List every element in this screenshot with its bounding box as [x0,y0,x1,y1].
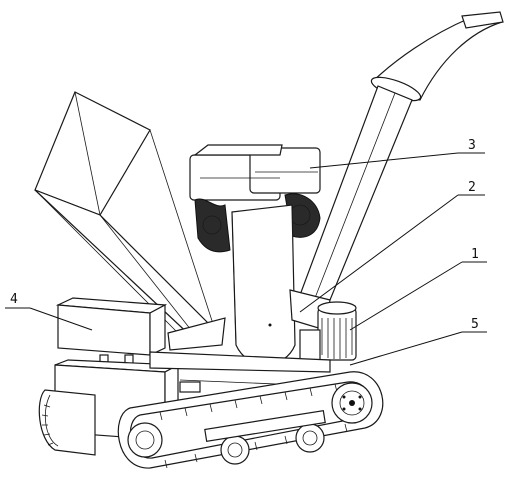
rear-track [38,389,96,456]
callout-5-label: 5 [471,317,479,332]
crawler-track [117,371,384,469]
engine [189,144,321,253]
motor [299,301,357,363]
callout-4-label: 4 [10,292,18,307]
callout-labels: 3 2 1 5 4 [10,138,479,332]
callout-3-label: 3 [468,138,476,153]
callout-2-label: 2 [468,180,476,195]
discharge-pipe [299,11,504,301]
feed-hopper [34,91,226,351]
callout-leaders [5,152,487,366]
callout-1-label: 1 [471,247,479,262]
